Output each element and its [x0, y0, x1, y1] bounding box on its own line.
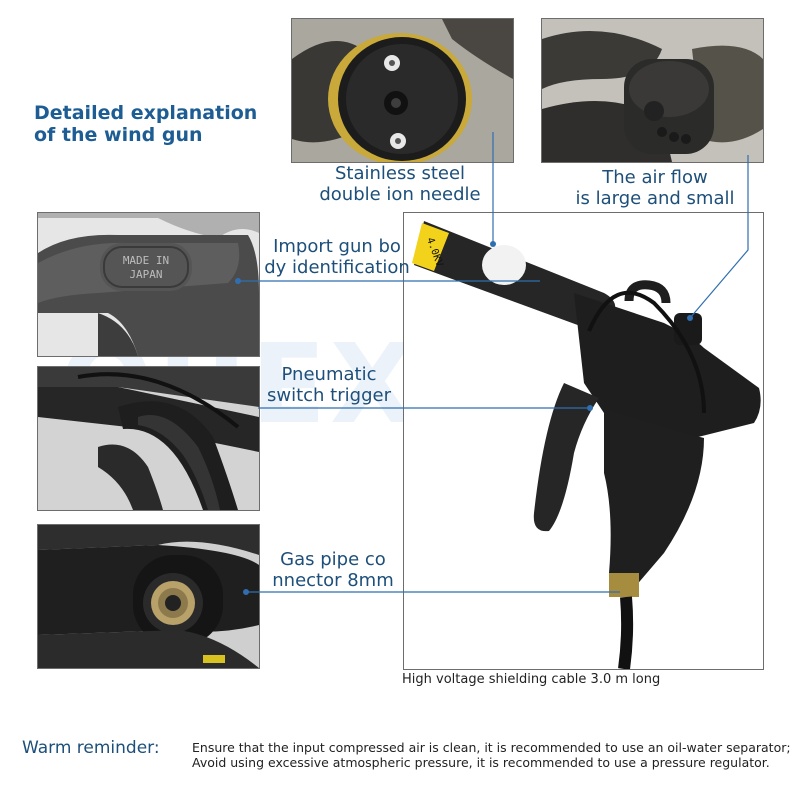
callout-trigger-line-1: Pneumatic: [281, 364, 377, 385]
heading-line-2: of the wind gun: [34, 124, 203, 146]
photo-ion-needle: [291, 18, 514, 163]
callout-connector-line-1: Gas pipe co: [280, 549, 386, 570]
air-gun-image: 4.0KV: [404, 213, 763, 669]
callout-import-body-line-1: Import gun bo: [273, 236, 401, 257]
cable-caption: High voltage shielding cable 3.0 m long: [402, 672, 661, 687]
japan-text: JAPAN: [129, 268, 162, 281]
callout-trigger-line-2: switch trigger: [267, 385, 391, 406]
photo-gas-pipe-connector: [37, 524, 260, 669]
callout-connector: Gas pipe co nnector 8mm: [268, 549, 398, 591]
callout-connector-line-2: nnector 8mm: [272, 570, 394, 591]
heading-line-1: Detailed explanation: [34, 102, 258, 124]
ion-needle-image: [292, 19, 513, 162]
callout-import-body: Import gun bo dy identification: [262, 236, 412, 278]
made-in-text: MADE IN: [123, 254, 169, 267]
callout-air-flow: The air flow is large and small: [550, 167, 760, 209]
air-flow-knob-image: [542, 19, 763, 162]
gun-body-image: MADE IN JAPAN: [38, 213, 259, 356]
callout-air-flow-line-1: The air flow: [602, 167, 708, 188]
connector-image: [38, 525, 259, 668]
callout-ion-needle: Stainless steel double ion needle: [300, 163, 500, 205]
reminder-title: Warm reminder:: [22, 738, 160, 758]
callout-import-body-line-2: dy identification: [264, 257, 410, 278]
photo-pneumatic-trigger: [37, 366, 260, 511]
trigger-image: [38, 367, 259, 510]
callout-ion-needle-line-1: Stainless steel: [334, 163, 466, 184]
photo-gun-body-identification: MADE IN JAPAN: [37, 212, 260, 357]
reminder-text: Ensure that the input compressed air is …: [192, 740, 791, 770]
callout-air-flow-line-2: is large and small: [575, 188, 735, 209]
photo-air-gun-main: 4.0KV: [403, 212, 764, 670]
callout-ion-needle-line-2: double ion needle: [319, 184, 481, 205]
photo-air-flow-knob: [541, 18, 764, 163]
callout-trigger: Pneumatic switch trigger: [262, 364, 396, 406]
page-heading: Detailed explanation of the wind gun: [34, 102, 274, 146]
